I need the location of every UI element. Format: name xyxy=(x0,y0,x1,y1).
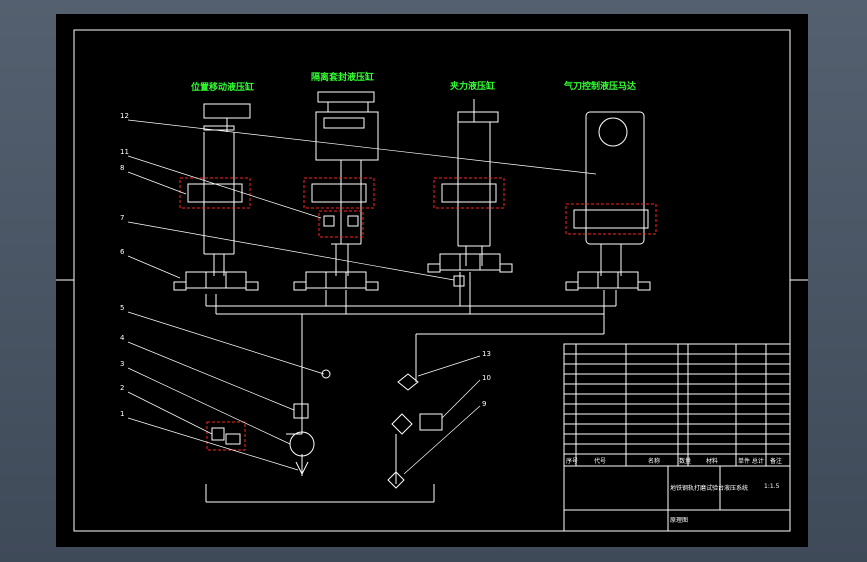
callout-2: 2 xyxy=(120,384,124,392)
callout-13: 13 xyxy=(482,350,491,358)
callout-3: 3 xyxy=(120,360,124,368)
cylinder-1 xyxy=(203,103,251,276)
callout-12: 12 xyxy=(120,112,129,120)
title-block xyxy=(563,343,791,532)
hdr-note: 备注 xyxy=(770,457,782,465)
hdr-seq: 序号 xyxy=(566,457,578,465)
throttle-valves xyxy=(179,177,657,451)
hdr-qty: 数量 xyxy=(679,457,691,465)
callout-1: 1 xyxy=(120,410,124,418)
hydraulic-schematic: 位置移动液压缸 隔离套封液压缸 夹力液压缸 气刀控制液压马达 xyxy=(56,29,808,532)
directional-valves xyxy=(173,253,651,291)
pump-station xyxy=(289,369,443,489)
leader-lines xyxy=(127,119,597,475)
hydraulic-motor xyxy=(585,111,645,276)
title-cyl3: 夹力液压缸 xyxy=(450,80,495,92)
title-motor: 气刀控制液压马达 xyxy=(563,80,636,92)
callout-5: 5 xyxy=(120,304,124,312)
drawing-border xyxy=(73,29,791,532)
pipes xyxy=(205,272,617,503)
callout-4: 4 xyxy=(120,334,125,342)
drawing-scale: 1:1.5 xyxy=(764,483,780,490)
title-block-text: 序号 代号 名称 数量 材料 单件 总计 备注 地铁钢轨打磨试验台液压系统 原理… xyxy=(566,457,782,524)
callout-8: 8 xyxy=(120,164,124,172)
hdr-weight: 单件 总计 xyxy=(738,457,764,465)
cylinder-3 xyxy=(457,99,499,266)
drawing-canvas[interactable]: 位置移动液压缸 隔离套封液压缸 夹力液压缸 气刀控制液压马达 xyxy=(56,14,808,547)
callout-9: 9 xyxy=(482,400,486,408)
title-cyl1: 位置移动液压缸 xyxy=(191,81,254,93)
drawing-title: 地铁钢轨打磨试验台液压系统 xyxy=(670,484,748,492)
callout-7: 7 xyxy=(120,214,124,222)
hdr-name: 名称 xyxy=(648,457,660,465)
callout-10: 10 xyxy=(482,374,491,382)
hdr-material: 材料 xyxy=(706,457,718,465)
title-cyl2: 隔离套封液压缸 xyxy=(311,71,374,83)
hdr-code: 代号 xyxy=(594,457,606,465)
callout-6: 6 xyxy=(120,248,125,256)
drawing-name: 原理图 xyxy=(670,517,688,524)
callout-11: 11 xyxy=(120,148,129,156)
